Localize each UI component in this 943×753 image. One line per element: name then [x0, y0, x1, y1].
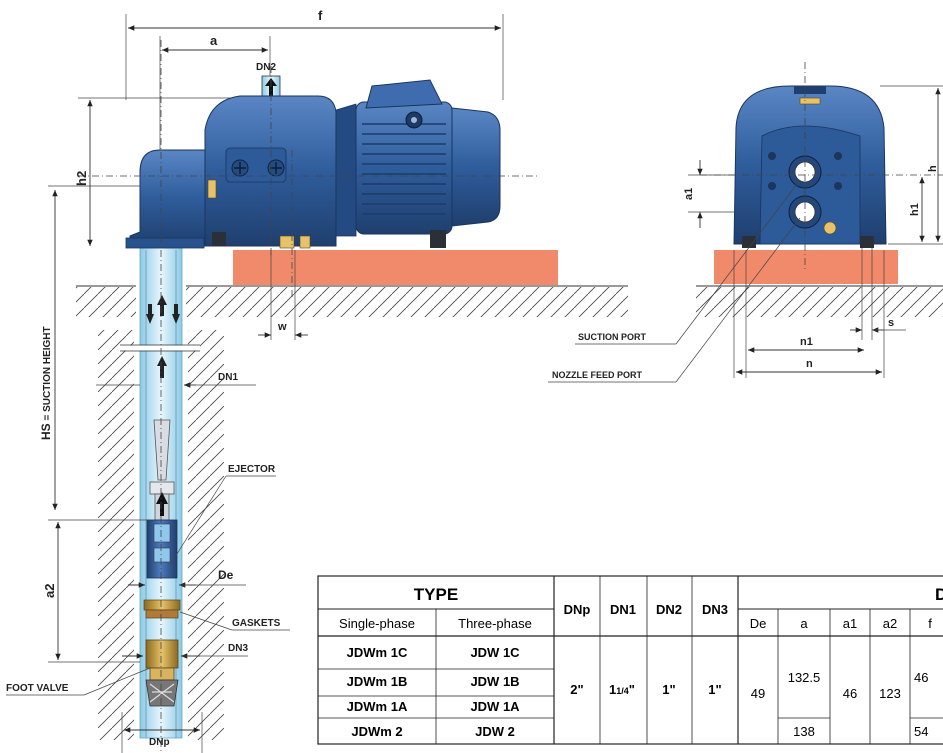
header-a2: a2 — [883, 616, 897, 631]
header-single-phase: Single-phase — [339, 616, 415, 631]
header-dimensions: D — [935, 585, 943, 604]
value-f-last: 54 — [914, 724, 928, 739]
label-h2: h2 — [74, 171, 89, 186]
label-dnp: DNp — [149, 737, 170, 748]
label-h1: h1 — [909, 203, 921, 216]
dimension-a2: a2 — [42, 519, 150, 663]
label-ejector: EJECTOR — [228, 464, 276, 475]
label-f: f — [318, 8, 323, 23]
header-dn1: DN1 — [610, 602, 636, 617]
value-a1: 46 — [843, 686, 857, 701]
row-2-single: JDWm 1B — [347, 674, 408, 689]
dimension-hs: HS = SUCTION HEIGHT — [39, 185, 140, 510]
dn2-discharge: DN2 — [256, 62, 281, 99]
dimension-f: f — [125, 8, 504, 100]
header-type: TYPE — [414, 585, 458, 604]
label-gaskets: GASKETS — [232, 618, 281, 629]
gaskets: GASKETS — [143, 599, 290, 631]
label-s: s — [888, 317, 894, 329]
pump-side-view — [125, 79, 501, 249]
label-w: w — [277, 321, 287, 333]
header-dn2: DN2 — [656, 602, 682, 617]
ejector-assembly: EJECTOR — [146, 419, 276, 579]
foot-valve: FOOT VALVE — [6, 639, 179, 707]
label-h: h — [927, 165, 939, 172]
value-dnp: 2" — [570, 682, 583, 697]
label-dn2: DN2 — [256, 62, 276, 73]
dimension-dnp: DNp — [121, 712, 203, 753]
header-a1: a1 — [843, 616, 857, 631]
label-n1: n1 — [800, 336, 813, 348]
label-a1: a1 — [683, 188, 695, 200]
label-suction-port: SUCTION PORT — [578, 332, 647, 342]
dimension-w: w — [258, 250, 308, 340]
label-dn1: DN1 — [218, 372, 238, 383]
ground-right — [696, 285, 943, 317]
header-a: a — [800, 616, 808, 631]
dimension-s: s — [850, 248, 906, 340]
dimension-n: n1 n — [733, 250, 885, 378]
value-dn1: 11/4" — [609, 682, 635, 697]
row-1-single: JDWm 1C — [347, 645, 408, 660]
port-callouts: SUCTION PORT NOZZLE FEED PORT — [548, 179, 801, 383]
row-1-three: JDW 1C — [470, 645, 520, 660]
pump-front-view — [733, 85, 887, 248]
row-4-three: JDW 2 — [475, 724, 515, 739]
header-dnp: DNp — [564, 602, 591, 617]
label-foot-valve: FOOT VALVE — [6, 683, 69, 694]
label-nozzle-feed-port: NOZZLE FEED PORT — [552, 370, 643, 380]
label-n: n — [806, 358, 813, 370]
value-de: 49 — [751, 686, 765, 701]
value-a-last: 138 — [793, 724, 815, 739]
value-f-main: 46 — [914, 670, 928, 685]
row-3-single: JDWm 1A — [347, 699, 408, 714]
base-plate — [233, 250, 558, 285]
dimension-dn3: DN3 — [122, 643, 248, 659]
label-de: De — [218, 568, 234, 582]
header-dn3: DN3 — [702, 602, 728, 617]
row-2-three: JDW 1B — [470, 674, 519, 689]
dimension-a1: a1 — [683, 160, 735, 228]
label-hs: HS = SUCTION HEIGHT — [39, 326, 53, 440]
dimensions-table: TYPE D Single-phase Three-phase DNp DN1 … — [317, 575, 943, 745]
label-a: a — [210, 33, 218, 48]
header-three-phase: Three-phase — [458, 616, 532, 631]
dimension-dn1: DN1 — [96, 372, 256, 388]
value-a2: 123 — [879, 686, 901, 701]
header-f: f — [928, 616, 932, 631]
value-dn3: 1" — [708, 682, 721, 697]
label-a2: a2 — [42, 584, 57, 598]
dimension-h-h1: h h1 — [880, 85, 943, 245]
label-dn3: DN3 — [228, 643, 248, 654]
dimension-a: a — [159, 33, 271, 150]
value-dn2: 1" — [662, 682, 675, 697]
header-de: De — [750, 616, 767, 631]
value-a-main: 132.5 — [788, 670, 821, 685]
row-4-single: JDWm 2 — [351, 724, 402, 739]
dimension-de: De — [128, 568, 246, 588]
base-plate-front — [714, 250, 898, 284]
row-3-three: JDW 1A — [470, 699, 520, 714]
